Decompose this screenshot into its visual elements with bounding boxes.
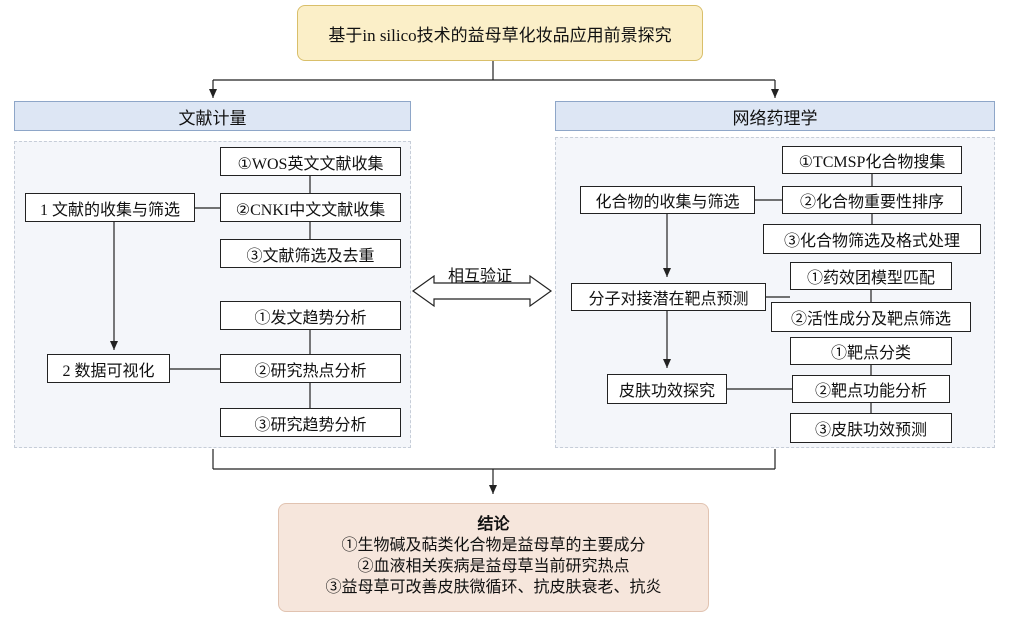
mutual-verify-arrow xyxy=(411,274,553,308)
right-group1-label: 化合物的收集与筛选 xyxy=(580,186,755,214)
right-header: 网络药理学 xyxy=(555,101,995,131)
left-group1-item-3: ③文献筛选及去重 xyxy=(220,239,401,268)
left-group2-item-2: ②研究热点分析 xyxy=(220,354,401,383)
right-group2-label: 分子对接潜在靶点预测 xyxy=(571,283,766,311)
right-group1-item-3: ③化合物筛选及格式处理 xyxy=(763,224,981,254)
left-group2-item-1: ①发文趋势分析 xyxy=(220,301,401,330)
right-group2-item-1: ①药效团模型匹配 xyxy=(790,262,952,290)
right-group1-item-2: ②化合物重要性排序 xyxy=(782,186,962,214)
left-header-text: 文献计量 xyxy=(178,108,247,128)
left-group1-label: 1 文献的收集与筛选 xyxy=(25,193,195,222)
left-group2-label: 2 数据可视化 xyxy=(47,354,170,383)
right-group3-item-3: ③皮肤功效预测 xyxy=(790,413,952,443)
right-header-text: 网络药理学 xyxy=(732,108,818,128)
mutual-verify-label: 相互验证 xyxy=(448,268,513,285)
right-group1-item-1: ①TCMSP化合物搜集 xyxy=(782,146,962,174)
conclusion-title: 结论 xyxy=(477,516,510,533)
conclusion-box: 结论 ①生物碱及萜类化合物是益母草的主要成分 ②血液相关疾病是益母草当前研究热点… xyxy=(278,503,709,612)
right-group3-item-2: ②靶点功能分析 xyxy=(792,375,950,403)
left-header: 文献计量 xyxy=(14,101,411,131)
conclusion-line-1: ①生物碱及萜类化合物是益母草的主要成分 xyxy=(341,537,646,554)
conclusion-line-3: ③益母草可改善皮肤微循环、抗皮肤衰老、抗炎 xyxy=(325,579,662,596)
left-group2-item-3: ③研究趋势分析 xyxy=(220,408,401,437)
conclusion-line-2: ②血液相关疾病是益母草当前研究热点 xyxy=(357,558,630,575)
left-group1-item-2: ②CNKI中文文献收集 xyxy=(220,193,401,222)
title-box: 基于in silico技术的益母草化妆品应用前景探究 xyxy=(297,5,703,61)
right-group3-label: 皮肤功效探究 xyxy=(607,374,727,404)
title-text: 基于in silico技术的益母草化妆品应用前景探究 xyxy=(328,25,672,45)
left-group1-item-1: ①WOS英文文献收集 xyxy=(220,147,401,176)
right-group2-item-2: ②活性成分及靶点筛选 xyxy=(771,302,971,332)
right-group3-item-1: ①靶点分类 xyxy=(790,337,952,365)
left-panel xyxy=(14,141,411,448)
